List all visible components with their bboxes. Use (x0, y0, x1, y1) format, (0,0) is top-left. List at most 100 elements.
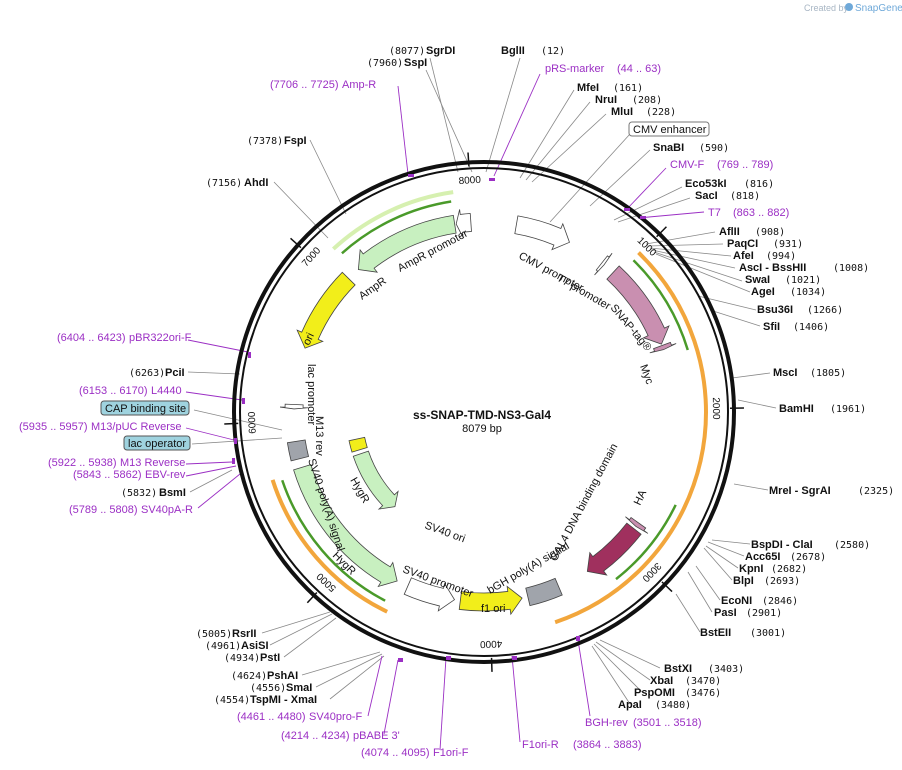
svg-text:(769 .. 789): (769 .. 789) (717, 159, 773, 171)
svg-text:PspOMI: PspOMI (634, 687, 675, 699)
svg-text:L4440: L4440 (151, 385, 182, 397)
svg-text:(1406): (1406) (793, 322, 829, 333)
svg-text:F1ori-R: F1ori-R (522, 739, 559, 751)
svg-text:(4554): (4554) (214, 695, 250, 706)
svg-text:AsiSI: AsiSI (241, 640, 269, 652)
svg-text:AfeI: AfeI (733, 250, 754, 262)
feature-arrow (586, 522, 642, 576)
svg-text:(6263): (6263) (129, 368, 165, 379)
svg-text:KpnI: KpnI (739, 563, 763, 575)
svg-text:SwaI: SwaI (745, 274, 770, 286)
feature-label-ha: HA (632, 488, 650, 508)
feature-arrow (649, 341, 677, 354)
orf-arc-inner (281, 479, 386, 602)
svg-text:SV40pA-R: SV40pA-R (141, 504, 193, 516)
feature-arrow (606, 265, 670, 345)
feature-label-sv40-ori: SV40 ori (423, 520, 467, 546)
boxed-lac-operator: lac operator (123, 435, 191, 451)
svg-text:(931): (931) (773, 239, 803, 250)
svg-text:CAP binding site: CAP binding site (105, 403, 186, 415)
svg-text:(2325): (2325) (858, 486, 894, 497)
svg-text:(1805): (1805) (810, 368, 846, 379)
svg-text:(3480): (3480) (655, 700, 691, 711)
feature-arrow (455, 209, 472, 238)
feature-arrow (625, 516, 649, 534)
svg-text:(3001): (3001) (750, 628, 786, 639)
svg-text:(3403): (3403) (708, 664, 744, 675)
svg-text:(2678): (2678) (790, 552, 826, 563)
svg-text:(4934): (4934) (224, 653, 260, 664)
svg-text:PaqCI: PaqCI (727, 238, 758, 250)
inner-feature-arrow (348, 436, 368, 453)
svg-text:(3476): (3476) (685, 688, 721, 699)
svg-text:(816): (816) (744, 179, 774, 190)
tick-label: 6000 (247, 411, 259, 434)
svg-text:(1266): (1266) (807, 305, 843, 316)
svg-text:SV40pro-F: SV40pro-F (309, 711, 362, 723)
svg-text:SmaI: SmaI (286, 682, 312, 694)
svg-text:PstI: PstI (260, 652, 280, 664)
tick-mark (661, 581, 673, 593)
svg-text:SgrDI: SgrDI (426, 45, 455, 57)
svg-text:(4961): (4961) (205, 641, 241, 652)
svg-text:lac operator: lac operator (128, 438, 186, 450)
feature-layer (270, 190, 708, 625)
credit-brand: SnapGene (855, 3, 902, 14)
svg-text:BstXI: BstXI (664, 663, 692, 675)
svg-text:Eco53kI: Eco53kI (685, 178, 727, 190)
feature-arrow (280, 403, 309, 410)
svg-text:(5832): (5832) (121, 488, 157, 499)
boxed-cap-binding-site: CAP binding site (100, 400, 190, 416)
feature-label-ori: ori (301, 331, 317, 347)
svg-text:CMV enhancer: CMV enhancer (633, 124, 707, 136)
orf-arc-inner (632, 259, 689, 351)
svg-text:CMV-F: CMV-F (670, 159, 705, 171)
tick-label: 8000 (458, 175, 481, 187)
svg-text:BspDI - ClaI: BspDI - ClaI (751, 539, 813, 551)
svg-text:AscI - BssHII: AscI - BssHII (739, 262, 806, 274)
orf-arc-inner (615, 504, 677, 581)
svg-text:M13 Reverse: M13 Reverse (120, 457, 185, 469)
feature-label-ampr: AmpR (357, 275, 389, 302)
tick-mark (290, 237, 302, 249)
svg-text:pBABE 3': pBABE 3' (353, 730, 400, 742)
plasmid-length: 8079 bp (462, 423, 502, 435)
orf-arc-inner (341, 200, 452, 255)
svg-text:MluI: MluI (611, 106, 633, 118)
svg-text:(2693): (2693) (764, 576, 800, 587)
svg-text:BlpI: BlpI (733, 575, 754, 587)
credit-prefix: Created by (804, 3, 849, 13)
feature-label-t7-promoter: T7 promoter (555, 272, 613, 313)
svg-text:(2846): (2846) (762, 596, 798, 607)
svg-text:NruI: NruI (595, 94, 617, 106)
svg-text:(2682): (2682) (771, 564, 807, 575)
svg-text:(5843 .. 5862): (5843 .. 5862) (73, 469, 142, 481)
feature-arrow (525, 577, 563, 607)
snapgene-logo-icon (845, 3, 853, 11)
svg-text:(3864 .. 3883): (3864 .. 3883) (573, 739, 642, 751)
svg-text:(6153 .. 6170): (6153 .. 6170) (79, 385, 148, 397)
feature-arrow (403, 577, 456, 612)
svg-text:AflII: AflII (719, 226, 740, 238)
svg-text:BGH-rev: BGH-rev (585, 717, 628, 729)
svg-text:(590): (590) (699, 143, 729, 154)
svg-text:EcoNI: EcoNI (721, 595, 752, 607)
svg-text:(8077): (8077) (389, 46, 425, 57)
tick-mark (306, 591, 318, 604)
svg-text:(228): (228) (646, 107, 676, 118)
svg-text:(4214 .. 4234): (4214 .. 4234) (281, 730, 350, 742)
svg-text:(1034): (1034) (790, 287, 826, 298)
svg-text:(4461 .. 4480): (4461 .. 4480) (237, 711, 306, 723)
svg-text:PasI: PasI (714, 607, 737, 619)
tick-mark (467, 152, 470, 167)
svg-text:BglII: BglII (501, 45, 525, 57)
svg-text:BsmI: BsmI (159, 487, 186, 499)
svg-text:(7378): (7378) (247, 136, 283, 147)
svg-text:(1021): (1021) (785, 275, 821, 286)
svg-text:XbaI: XbaI (650, 675, 673, 687)
svg-text:(7960): (7960) (367, 58, 403, 69)
svg-text:FspI: FspI (284, 135, 307, 147)
svg-text:T7: T7 (708, 207, 721, 219)
feature-arrow (458, 585, 523, 616)
